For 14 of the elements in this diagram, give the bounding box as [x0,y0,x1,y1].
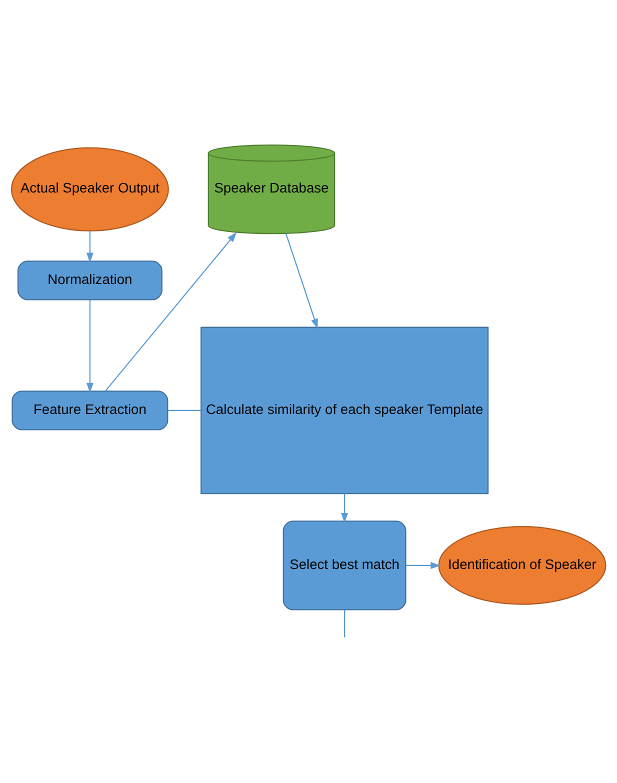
arrow [341,494,348,523]
node-box: Feature Extraction [12,390,168,430]
arrow [406,562,441,569]
node-ellipse: Actual Speaker Output [10,147,169,232]
arrow [86,300,94,393]
node-box: Normalization [17,260,162,300]
arrow [104,232,237,392]
arrow [86,230,94,263]
connector [168,410,201,412]
node-box: Calculate similarity of each speaker Template [200,326,489,494]
connector [344,610,346,638]
node-box: Select best match [282,520,406,610]
node-ellipse: Identification of Speaker [438,526,606,605]
arrow [285,234,318,329]
